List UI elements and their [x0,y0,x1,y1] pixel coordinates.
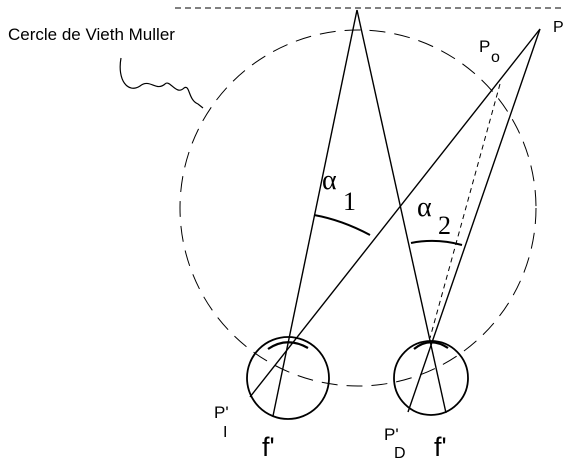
label-P: P [553,19,563,36]
angle-arc-alpha1 [313,214,371,236]
label-fovea-left: f' [262,432,275,462]
vieth-muller-circle [179,29,537,387]
label-fovea-right: f' [434,432,447,462]
right-eye [393,340,469,416]
left-eye [246,336,330,420]
circle-pointer-squiggle [119,57,204,109]
line-P-to-left-eye [249,28,541,398]
label-PD: P' [384,425,399,444]
label-P0-sub: o [491,49,500,66]
angle-arc-alpha2 [410,239,463,246]
label-PD-sub: D [394,445,406,462]
dashed-line-P0 [429,83,501,339]
left-eye-lens [267,341,309,350]
circle-name-label: Cercle de Vieth Muller [8,25,175,44]
label-alpha-1-sub: 1 [343,187,356,216]
label-alpha-2-sub: 2 [438,211,451,240]
label-alpha-2: α [417,192,432,223]
left-visual-axis [272,9,358,417]
line-P-to-right-eye [407,28,541,413]
label-alpha-1: α [322,165,337,196]
label-PI-sub: I [223,424,227,441]
label-P0: P [479,37,490,56]
label-PI: P' [214,403,229,422]
right-visual-axis [356,9,447,414]
